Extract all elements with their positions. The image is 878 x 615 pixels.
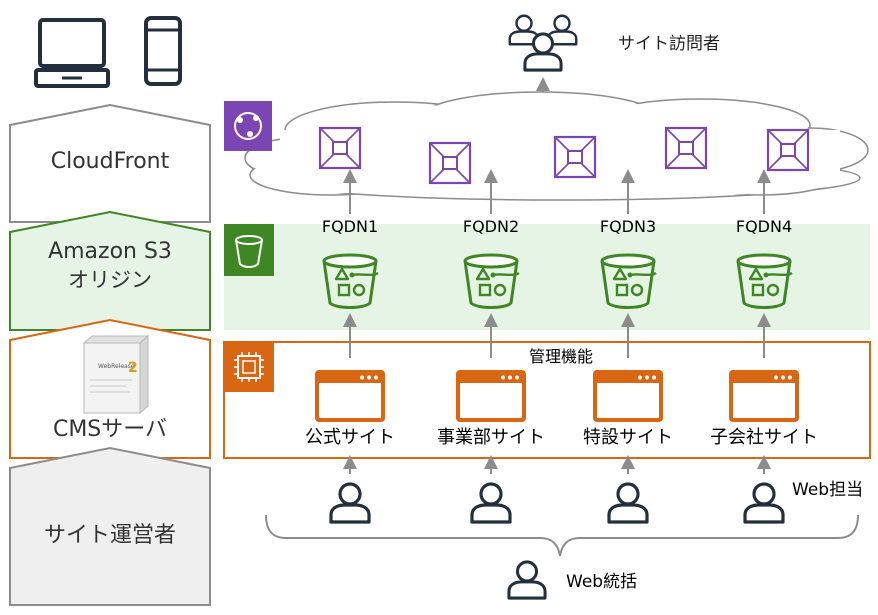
s3-layer-label-line2: オリジン (68, 268, 152, 292)
site-label-4: 子会社サイト (710, 427, 818, 448)
browser-window-icon-1 (315, 370, 385, 422)
cms-product-box-image: WebRelease 2 (82, 334, 150, 415)
users-group-icon (508, 14, 578, 72)
cloudfront-service-icon (224, 101, 272, 151)
grouping-brace (265, 514, 859, 557)
edge-location-icon-5 (766, 128, 810, 172)
browser-window-icon-3 (593, 370, 663, 422)
web-staff-label: Web担当 (792, 480, 863, 500)
edge-location-icon-1 (318, 126, 362, 170)
edge-location-icon-2 (428, 141, 472, 185)
web-staff-user-icon-1 (329, 482, 371, 524)
web-staff-user-icon-4 (743, 482, 785, 524)
cms-box (223, 341, 871, 459)
s3-layer-chevron (9, 210, 211, 331)
web-staff-user-icon-3 (607, 482, 649, 524)
web-lead-label: Web統括 (566, 572, 637, 592)
edge-location-icon-3 (553, 135, 597, 179)
fqdn-label-2: FQDN2 (463, 217, 519, 236)
visitors-label: サイト訪問者 (618, 34, 720, 54)
ec2-service-icon (224, 342, 274, 392)
management-label: 管理機能 (529, 347, 593, 366)
fqdn-label-4: FQDN4 (736, 217, 792, 236)
s3-band (224, 224, 870, 330)
web-lead-user-icon (507, 560, 547, 600)
cms-layer-label: CMSサーバ (53, 417, 167, 442)
cms-product-box-text: WebRelease (98, 363, 135, 370)
operator-layer-chevron (9, 446, 211, 606)
web-staff-user-icon-2 (470, 482, 512, 524)
browser-window-icon-2 (456, 370, 526, 422)
fqdn-label-1: FQDN1 (322, 217, 378, 236)
site-label-2: 事業部サイト (437, 427, 545, 448)
edge-location-icon-4 (664, 126, 708, 170)
smartphone-icon (144, 16, 182, 86)
fqdn-label-3: FQDN3 (600, 217, 656, 236)
cloudfront-layer-chevron (9, 103, 211, 223)
browser-window-icon-4 (729, 370, 799, 422)
site-label-3: 特設サイト (583, 427, 673, 448)
cloudfront-layer-label: CloudFront (51, 149, 170, 174)
site-label-1: 公式サイト (305, 427, 395, 448)
operator-layer-label: サイト運営者 (44, 523, 176, 548)
cms-product-version: 2 (128, 360, 138, 376)
s3-layer-label-line1: Amazon S3 (48, 239, 172, 264)
laptop-icon (34, 18, 110, 88)
s3-service-icon (224, 224, 274, 276)
